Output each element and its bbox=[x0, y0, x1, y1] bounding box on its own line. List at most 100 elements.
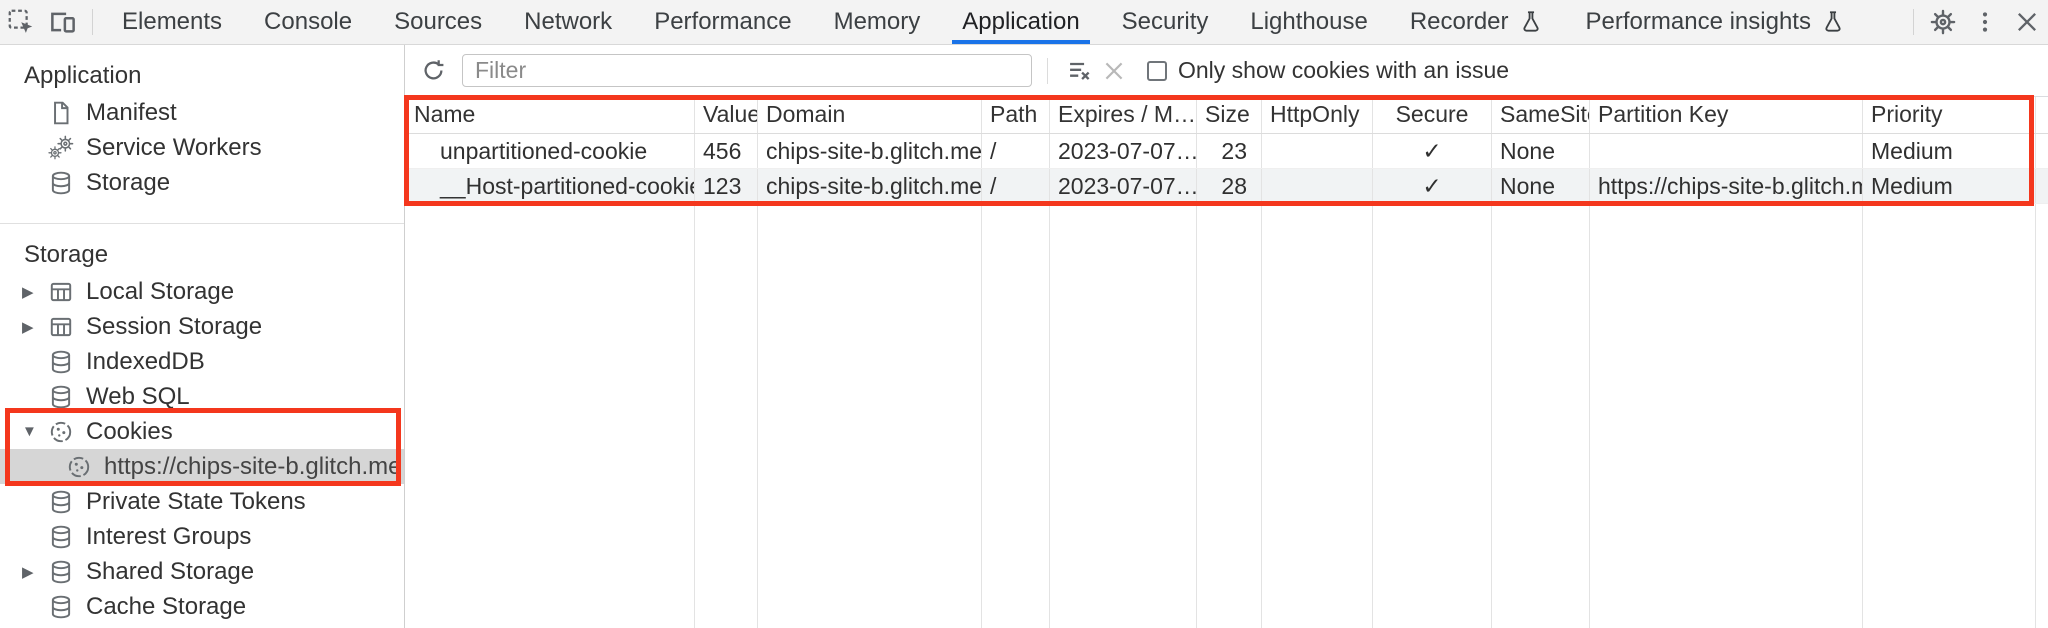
cell-samesite[interactable]: None bbox=[1492, 169, 1590, 203]
delete-selected-button[interactable] bbox=[1097, 54, 1131, 88]
sidebar-item-web-sql[interactable]: Web SQL bbox=[0, 379, 404, 414]
sidebar-item-label: Private State Tokens bbox=[86, 487, 306, 515]
devtools-tabbar: Elements Console Sources Network Perform… bbox=[0, 0, 2048, 45]
cell-expires[interactable]: 2023-07-07… bbox=[1050, 169, 1197, 203]
sidebar-item-service-workers[interactable]: Service Workers bbox=[0, 130, 404, 165]
column-header-secure[interactable]: Secure bbox=[1373, 97, 1492, 133]
cell-value[interactable]: 456 bbox=[695, 134, 758, 168]
sidebar-item-cookies-origin[interactable]: https://chips-site-b.glitch.me bbox=[0, 449, 404, 484]
tab-network[interactable]: Network bbox=[503, 0, 633, 44]
chevron-right-icon[interactable]: ▶ bbox=[22, 283, 34, 301]
chevron-down-icon[interactable]: ▼ bbox=[22, 423, 37, 440]
column-header-expires[interactable]: Expires / M… bbox=[1050, 97, 1197, 133]
tab-label: Recorder bbox=[1409, 8, 1509, 35]
sidebar-item-label: Session Storage bbox=[86, 312, 263, 340]
settings-gear-icon[interactable] bbox=[1922, 0, 1964, 44]
database-icon bbox=[48, 594, 74, 620]
sidebar-item-label: Cache Storage bbox=[86, 592, 247, 620]
issues-only-checkbox[interactable] bbox=[1147, 60, 1167, 81]
grid-column-line bbox=[1050, 204, 1197, 628]
document-icon bbox=[48, 100, 74, 126]
table-row[interactable]: unpartitioned-cookie 456 chips-site-b.gl… bbox=[406, 134, 2048, 169]
close-devtools-button[interactable] bbox=[2006, 0, 2048, 44]
cell-path[interactable]: / bbox=[982, 169, 1050, 203]
tab-security[interactable]: Security bbox=[1101, 0, 1230, 44]
cell-name[interactable]: __Host-partitioned-cookie bbox=[406, 169, 695, 203]
cell-domain[interactable]: chips-site-b.glitch.me bbox=[758, 134, 982, 168]
cell-size[interactable]: 23 bbox=[1197, 134, 1262, 168]
tab-lighthouse[interactable]: Lighthouse bbox=[1229, 0, 1388, 44]
service-workers-icon bbox=[48, 135, 74, 161]
column-header-name[interactable]: Name bbox=[406, 97, 695, 133]
column-header-value[interactable]: Value bbox=[695, 97, 758, 133]
cell-domain[interactable]: chips-site-b.glitch.me bbox=[758, 169, 982, 203]
cell-secure[interactable]: ✓ bbox=[1373, 169, 1492, 203]
section-title: Application bbox=[24, 62, 142, 89]
cell-httponly[interactable] bbox=[1262, 134, 1373, 168]
tab-sources[interactable]: Sources bbox=[373, 0, 503, 44]
tab-elements[interactable]: Elements bbox=[101, 0, 243, 44]
sidebar-item-label: Cookies bbox=[86, 417, 173, 445]
tab-memory[interactable]: Memory bbox=[813, 0, 942, 44]
column-header-path[interactable]: Path bbox=[982, 97, 1050, 133]
refresh-button[interactable] bbox=[416, 54, 450, 88]
cell-expires[interactable]: 2023-07-07… bbox=[1050, 134, 1197, 168]
database-icon bbox=[48, 384, 74, 410]
filter-input[interactable] bbox=[462, 54, 1032, 87]
gear-icon bbox=[1928, 7, 1958, 37]
column-header-samesite[interactable]: SameSite bbox=[1492, 97, 1590, 133]
sidebar-item-interest-groups[interactable]: Interest Groups bbox=[0, 519, 404, 554]
cell-samesite[interactable]: None bbox=[1492, 134, 1590, 168]
table-icon bbox=[48, 314, 74, 340]
clear-filter-button[interactable] bbox=[1063, 54, 1097, 88]
database-icon bbox=[48, 489, 74, 515]
sidebar-item-label: Interest Groups bbox=[86, 522, 252, 550]
sidebar-item-cache-storage[interactable]: Cache Storage bbox=[0, 589, 404, 624]
tab-label: Performance insights bbox=[1585, 8, 1811, 35]
sidebar-item-private-state-tokens[interactable]: Private State Tokens bbox=[0, 484, 404, 519]
cell-path[interactable]: / bbox=[982, 134, 1050, 168]
cell-secure[interactable]: ✓ bbox=[1373, 134, 1492, 168]
sidebar-item-label: Manifest bbox=[86, 98, 177, 126]
tab-performance[interactable]: Performance bbox=[633, 0, 812, 44]
sidebar-item-label: IndexedDB bbox=[86, 347, 205, 375]
cell-priority[interactable]: Medium bbox=[1863, 169, 2036, 203]
x-icon bbox=[1101, 58, 1127, 84]
cell-name[interactable]: unpartitioned-cookie bbox=[406, 134, 695, 168]
cookie-table-header: Name Value Domain Path Expires / M… Size… bbox=[406, 97, 2048, 134]
tab-recorder[interactable]: Recorder bbox=[1389, 0, 1565, 44]
tab-label: Sources bbox=[394, 8, 483, 35]
more-options-kebab-icon[interactable] bbox=[1964, 0, 2006, 44]
cell-httponly[interactable] bbox=[1262, 169, 1373, 203]
cookies-toolbar: Only show cookies with an issue bbox=[406, 45, 2048, 97]
tab-console[interactable]: Console bbox=[243, 0, 373, 44]
column-header-domain[interactable]: Domain bbox=[758, 97, 982, 133]
sidebar-item-local-storage[interactable]: ▶ Local Storage bbox=[0, 274, 404, 309]
cell-priority[interactable]: Medium bbox=[1863, 134, 2036, 168]
inspect-element-icon[interactable] bbox=[0, 0, 42, 44]
sidebar-item-shared-storage[interactable]: ▶ Shared Storage bbox=[0, 554, 404, 589]
toggle-device-toolbar-icon[interactable] bbox=[42, 0, 84, 44]
table-row[interactable]: __Host-partitioned-cookie 123 chips-site… bbox=[406, 169, 2048, 204]
database-icon bbox=[48, 524, 74, 550]
cell-value[interactable]: 123 bbox=[695, 169, 758, 203]
sidebar-item-storage[interactable]: Storage bbox=[0, 165, 404, 200]
column-header-httponly[interactable]: HttpOnly bbox=[1262, 97, 1373, 133]
tab-performance-insights[interactable]: Performance insights bbox=[1565, 0, 1867, 44]
chevron-right-icon[interactable]: ▶ bbox=[22, 318, 34, 336]
tab-application[interactable]: Application bbox=[941, 0, 1100, 44]
column-header-priority[interactable]: Priority bbox=[1863, 97, 2036, 133]
cell-size[interactable]: 28 bbox=[1197, 169, 1262, 203]
cell-partition-key[interactable]: https://chips-site-b.glitch.me bbox=[1590, 169, 1863, 203]
cell-partition-key[interactable] bbox=[1590, 134, 1863, 168]
column-header-size[interactable]: Size bbox=[1197, 97, 1262, 133]
cookie-table: Name Value Domain Path Expires / M… Size… bbox=[406, 97, 2048, 628]
cookie-icon bbox=[66, 454, 92, 480]
database-icon bbox=[48, 170, 74, 196]
sidebar-item-manifest[interactable]: Manifest bbox=[0, 95, 404, 130]
column-header-partition-key[interactable]: Partition Key bbox=[1590, 97, 1863, 133]
sidebar-item-cookies[interactable]: ▼ Cookies bbox=[0, 414, 404, 449]
sidebar-item-session-storage[interactable]: ▶ Session Storage bbox=[0, 309, 404, 344]
sidebar-item-indexeddb[interactable]: IndexedDB bbox=[0, 344, 404, 379]
chevron-right-icon[interactable]: ▶ bbox=[22, 563, 34, 581]
